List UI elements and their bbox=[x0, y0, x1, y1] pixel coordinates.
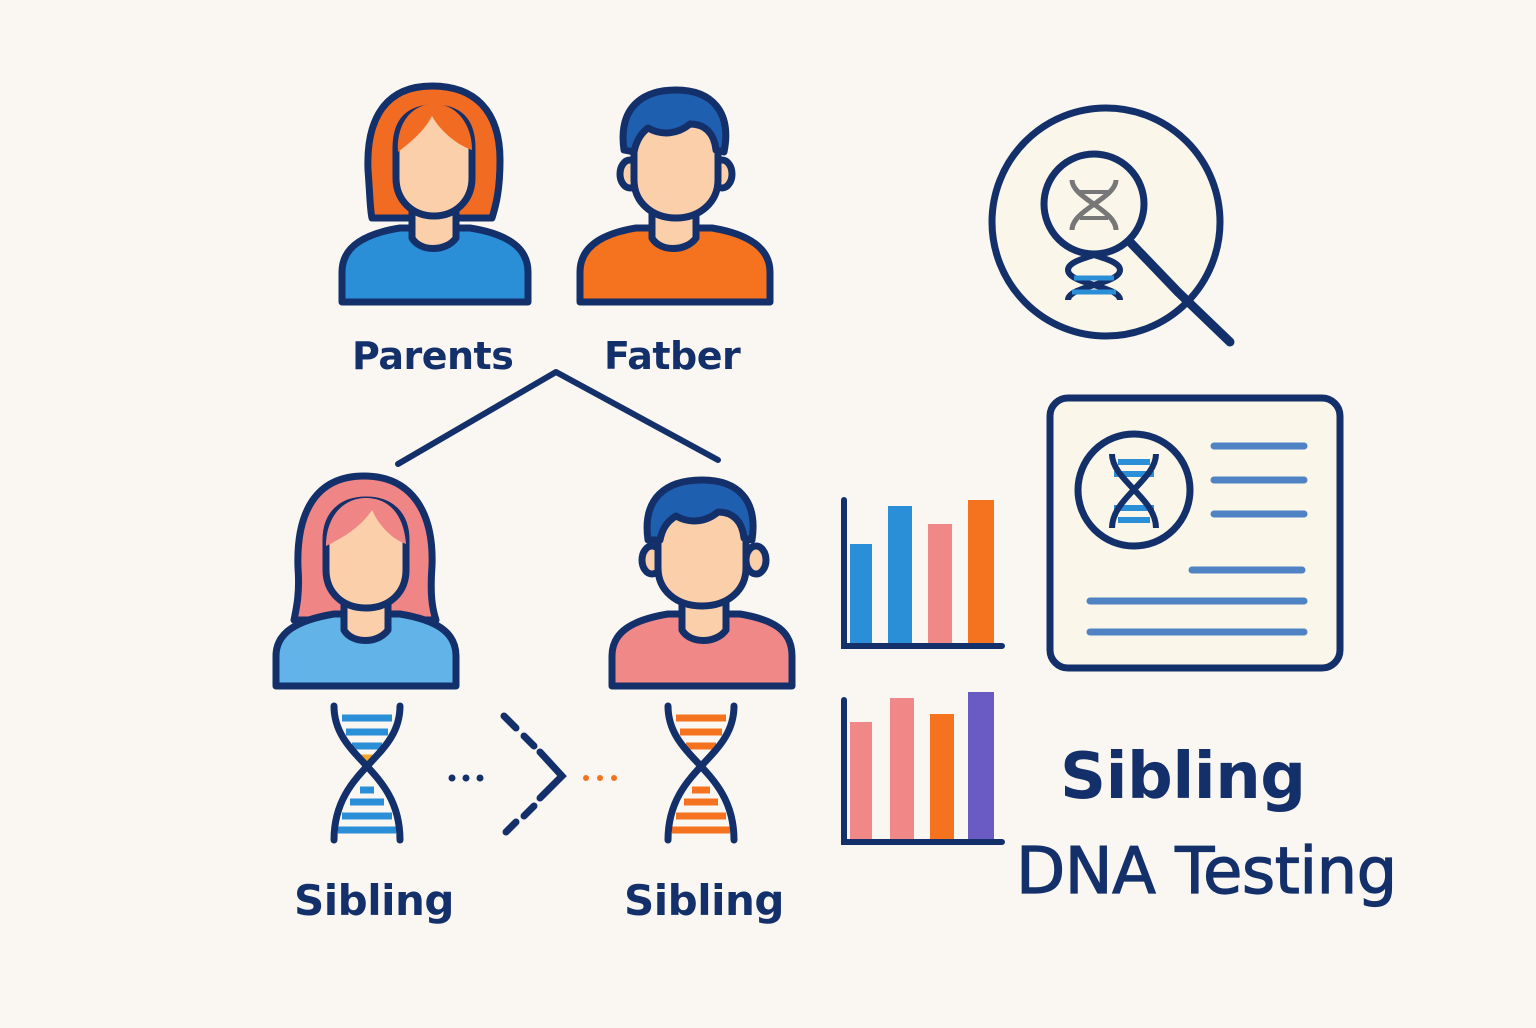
mother-figure bbox=[338, 82, 532, 306]
title-line-1: Sibling bbox=[1060, 740, 1306, 814]
bar bbox=[930, 714, 954, 840]
bar bbox=[850, 722, 872, 840]
magnifier-dna-icon bbox=[988, 104, 1235, 347]
dna-report-document bbox=[1046, 394, 1344, 672]
title-line-2: DNA Testing bbox=[1015, 834, 1397, 909]
father-figure bbox=[576, 86, 774, 306]
family-tree-connector bbox=[395, 369, 721, 467]
sibling-left-figure bbox=[272, 472, 460, 690]
bar bbox=[928, 524, 952, 644]
bar bbox=[850, 544, 872, 644]
bar bbox=[968, 692, 994, 840]
sibling-right-label: Sibling bbox=[624, 876, 784, 925]
bar-chart-bottom bbox=[841, 692, 1005, 845]
mother-label: Parents bbox=[352, 334, 514, 378]
dna-helix-left bbox=[330, 702, 404, 844]
sibling-left-label: Sibling bbox=[294, 876, 454, 925]
bar-chart-top bbox=[841, 497, 1005, 649]
bar bbox=[888, 506, 912, 644]
bar bbox=[968, 500, 994, 644]
father-label: Fatber bbox=[604, 334, 741, 378]
sibling-right-figure bbox=[608, 476, 796, 690]
comparison-arrow bbox=[448, 712, 617, 836]
bar bbox=[890, 698, 914, 840]
dna-helix-right bbox=[664, 702, 738, 844]
